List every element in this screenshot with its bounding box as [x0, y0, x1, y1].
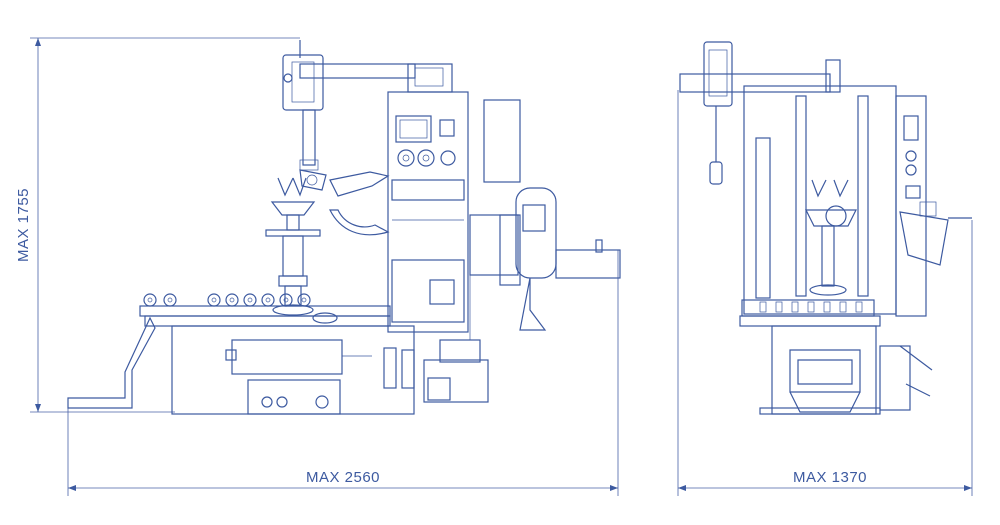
rail-slots	[759, 301, 863, 313]
front-width-dimension-label: MAX 1370	[793, 469, 867, 486]
roller-row	[143, 293, 311, 307]
side-view-machine	[67, 40, 621, 415]
front-width-dimension: MAX 1370	[677, 90, 973, 496]
side-width-dimension: MAX 2560	[67, 250, 619, 496]
height-dimension-label: MAX 1755	[15, 188, 32, 262]
side-width-dimension-label: MAX 2560	[306, 469, 380, 486]
height-dimension: MAX 1755	[15, 37, 300, 413]
front-view-machine	[679, 41, 972, 415]
